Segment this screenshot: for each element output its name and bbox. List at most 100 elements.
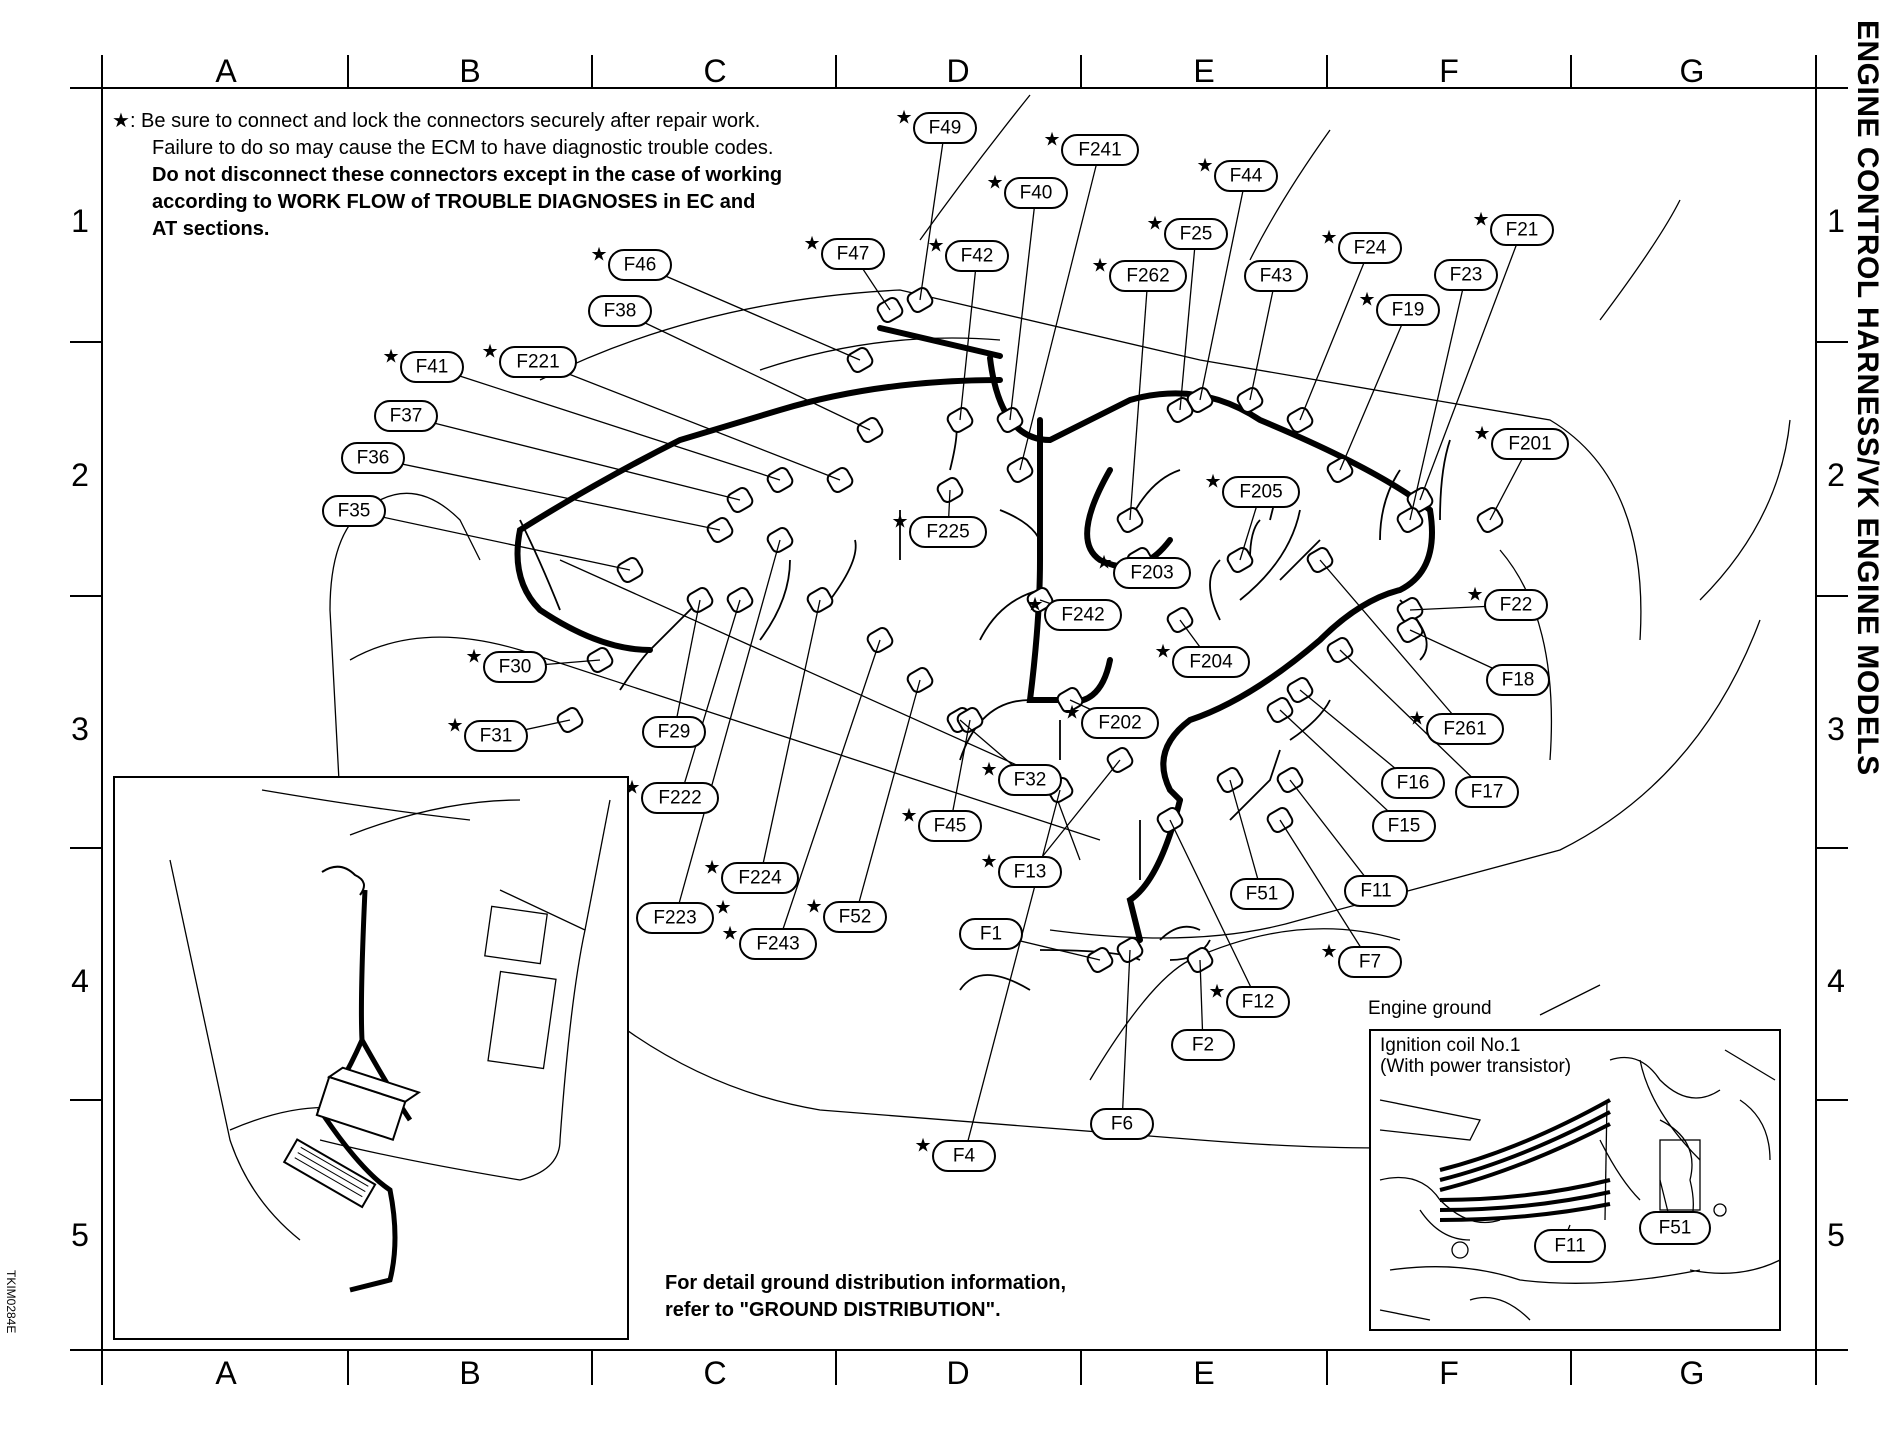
row-label: 5 [71, 1217, 89, 1253]
connector-callout: F221 ★ [481, 342, 577, 378]
col-label: D [946, 53, 969, 89]
connector-label: F4 [953, 1146, 976, 1167]
connector-label: F46 [624, 255, 657, 276]
leader-line [1179, 233, 1197, 411]
footnote-line: For detail ground distribution informati… [665, 1272, 1067, 1294]
connector-callout: F18 [1486, 664, 1550, 696]
callout-pill [1484, 589, 1548, 621]
callout-pill [1338, 232, 1402, 264]
connector-label: F241 [1078, 140, 1121, 161]
callout-pill [1172, 646, 1250, 678]
row-label: 4 [71, 963, 89, 999]
connector-callout: F25★ [1146, 214, 1228, 250]
callout-pill [1090, 1108, 1154, 1140]
callout-pill [739, 928, 817, 960]
callout-pill [1338, 946, 1402, 978]
callout-pill [1372, 810, 1436, 842]
star-icon: ★ [891, 512, 908, 533]
star-icon: ★ [714, 898, 731, 919]
leader-line [639, 264, 861, 361]
connector-callout: F6 [1090, 1108, 1154, 1140]
connector-callout: F29 [642, 716, 706, 748]
callout-pill [322, 495, 386, 527]
star-icon: ★ [1043, 130, 1060, 151]
connector-callout: F205★ [1204, 472, 1300, 508]
connector-callout: F11 [1344, 875, 1408, 907]
callout-pill [1230, 878, 1294, 910]
connector-callout: F43 [1244, 260, 1308, 292]
connector-label: F13 [1014, 862, 1047, 883]
connector-callout: F2 [1171, 1029, 1235, 1061]
star-icon: ★ [465, 647, 482, 668]
connector-callout: F21 ★ [1472, 210, 1554, 246]
row-labels-right: 1 2 3 4 5 [1827, 203, 1845, 1253]
row-label: 3 [1827, 711, 1845, 747]
star-icon: ★ [895, 108, 912, 129]
callout-pill [1344, 875, 1408, 907]
ignition-coil-label: Ignition coil No.1 [1380, 1035, 1521, 1056]
star-icon: ★ [1091, 256, 1108, 277]
connector-label: F21 [1506, 220, 1539, 241]
leader-line [1029, 759, 1121, 873]
connector-callout: F4★ [914, 1136, 996, 1172]
leader-line [777, 639, 881, 945]
connector-label: F47 [837, 244, 870, 265]
star-icon: ★ [1146, 214, 1163, 235]
leader-line [1339, 309, 1409, 471]
connector-callout: F225 ★ [891, 512, 987, 548]
connector-label: F2 [1192, 1035, 1214, 1056]
leader-line [1199, 175, 1247, 401]
row-label: 5 [1827, 1217, 1845, 1253]
note-line: Failure to do so may cause the ECM to ha… [152, 137, 774, 159]
connector-label: F225 [926, 522, 969, 543]
col-label: D [946, 1355, 969, 1391]
star-icon: ★ [721, 924, 738, 945]
connector-callout: F45★ [900, 806, 982, 842]
callout-pill [1226, 986, 1290, 1018]
connector-label: F201 [1508, 434, 1551, 455]
connector-label: F44 [1230, 166, 1263, 187]
connector-callout: F42★ [927, 236, 1009, 272]
leader-line [1409, 274, 1467, 521]
connector-callout: F47★ [803, 234, 885, 270]
connector-callout: F32 ★ [980, 760, 1062, 796]
star-icon: ★ [481, 342, 498, 363]
connector-callout: F16 [1381, 767, 1445, 799]
connector-callout: F7★ [1320, 942, 1402, 978]
star-icon: ★ [1472, 210, 1489, 231]
leader-line [959, 255, 978, 421]
col-label: C [703, 53, 726, 89]
star-icon: ★ [900, 806, 917, 827]
connector-label: F31 [480, 726, 513, 747]
connector-label: F261 [1443, 719, 1486, 740]
callout-pill [998, 764, 1062, 796]
star-icon: ★ [1095, 553, 1112, 574]
leader-line [431, 366, 781, 481]
connector-callout: F30★ [465, 647, 547, 683]
leader-line [963, 789, 1061, 1157]
connector-label: F35 [338, 501, 371, 522]
connector-callout: F51 [1230, 878, 1294, 910]
connector-label: F22 [1500, 595, 1533, 616]
leader-line [1009, 192, 1037, 421]
star-icon: ★ [980, 760, 997, 781]
connector-callout: F37 [374, 400, 438, 432]
connector-label: F42 [961, 246, 994, 267]
connector-callout: F242★ [1026, 595, 1122, 631]
inset-connector-label: F11 [1554, 1236, 1585, 1257]
callout-pill [918, 810, 982, 842]
connector-label: F221 [516, 352, 559, 373]
connector-callouts: F49★F241★F40★F44★F25★F21★F47★F42★F46★F26… [247, 108, 1569, 1244]
leader-line [673, 599, 701, 733]
connector-label: F204 [1189, 652, 1233, 673]
leader-line [1289, 779, 1377, 892]
leader-line [674, 539, 781, 919]
callout-pill [823, 901, 887, 933]
inset-connector-label: F51 [1659, 1218, 1692, 1239]
connector-label: F242 [1061, 605, 1104, 626]
connector-callout: F223★ [636, 898, 732, 934]
leader-line [372, 457, 721, 531]
connector-label: F32 [1014, 770, 1047, 791]
callout-pill [1004, 177, 1068, 209]
